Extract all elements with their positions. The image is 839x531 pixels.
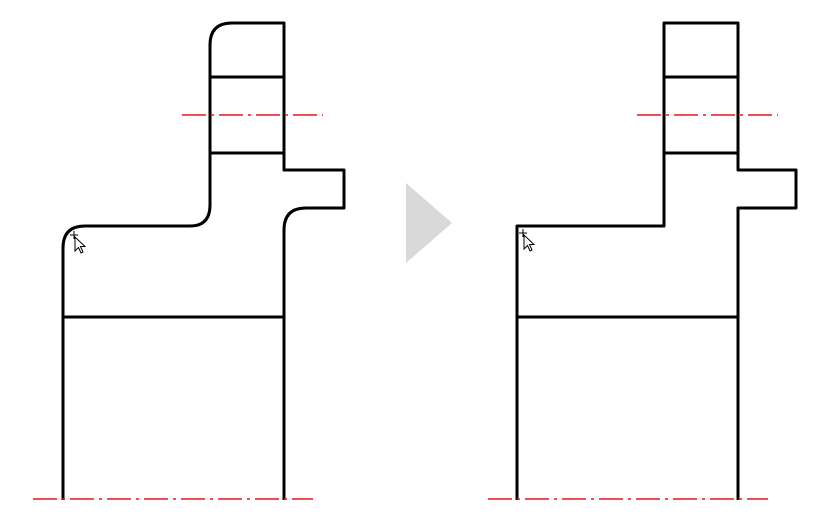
- part-outline-after: [515, 21, 798, 500]
- play-arrow-icon: [406, 183, 452, 263]
- part-outline-before: [61, 21, 346, 500]
- mouse-pointer-icon: [70, 231, 87, 254]
- mouse-pointer-icon: [519, 229, 536, 252]
- drawing-before-filleted: [33, 21, 346, 500]
- drawing-after-sharp: [488, 21, 798, 500]
